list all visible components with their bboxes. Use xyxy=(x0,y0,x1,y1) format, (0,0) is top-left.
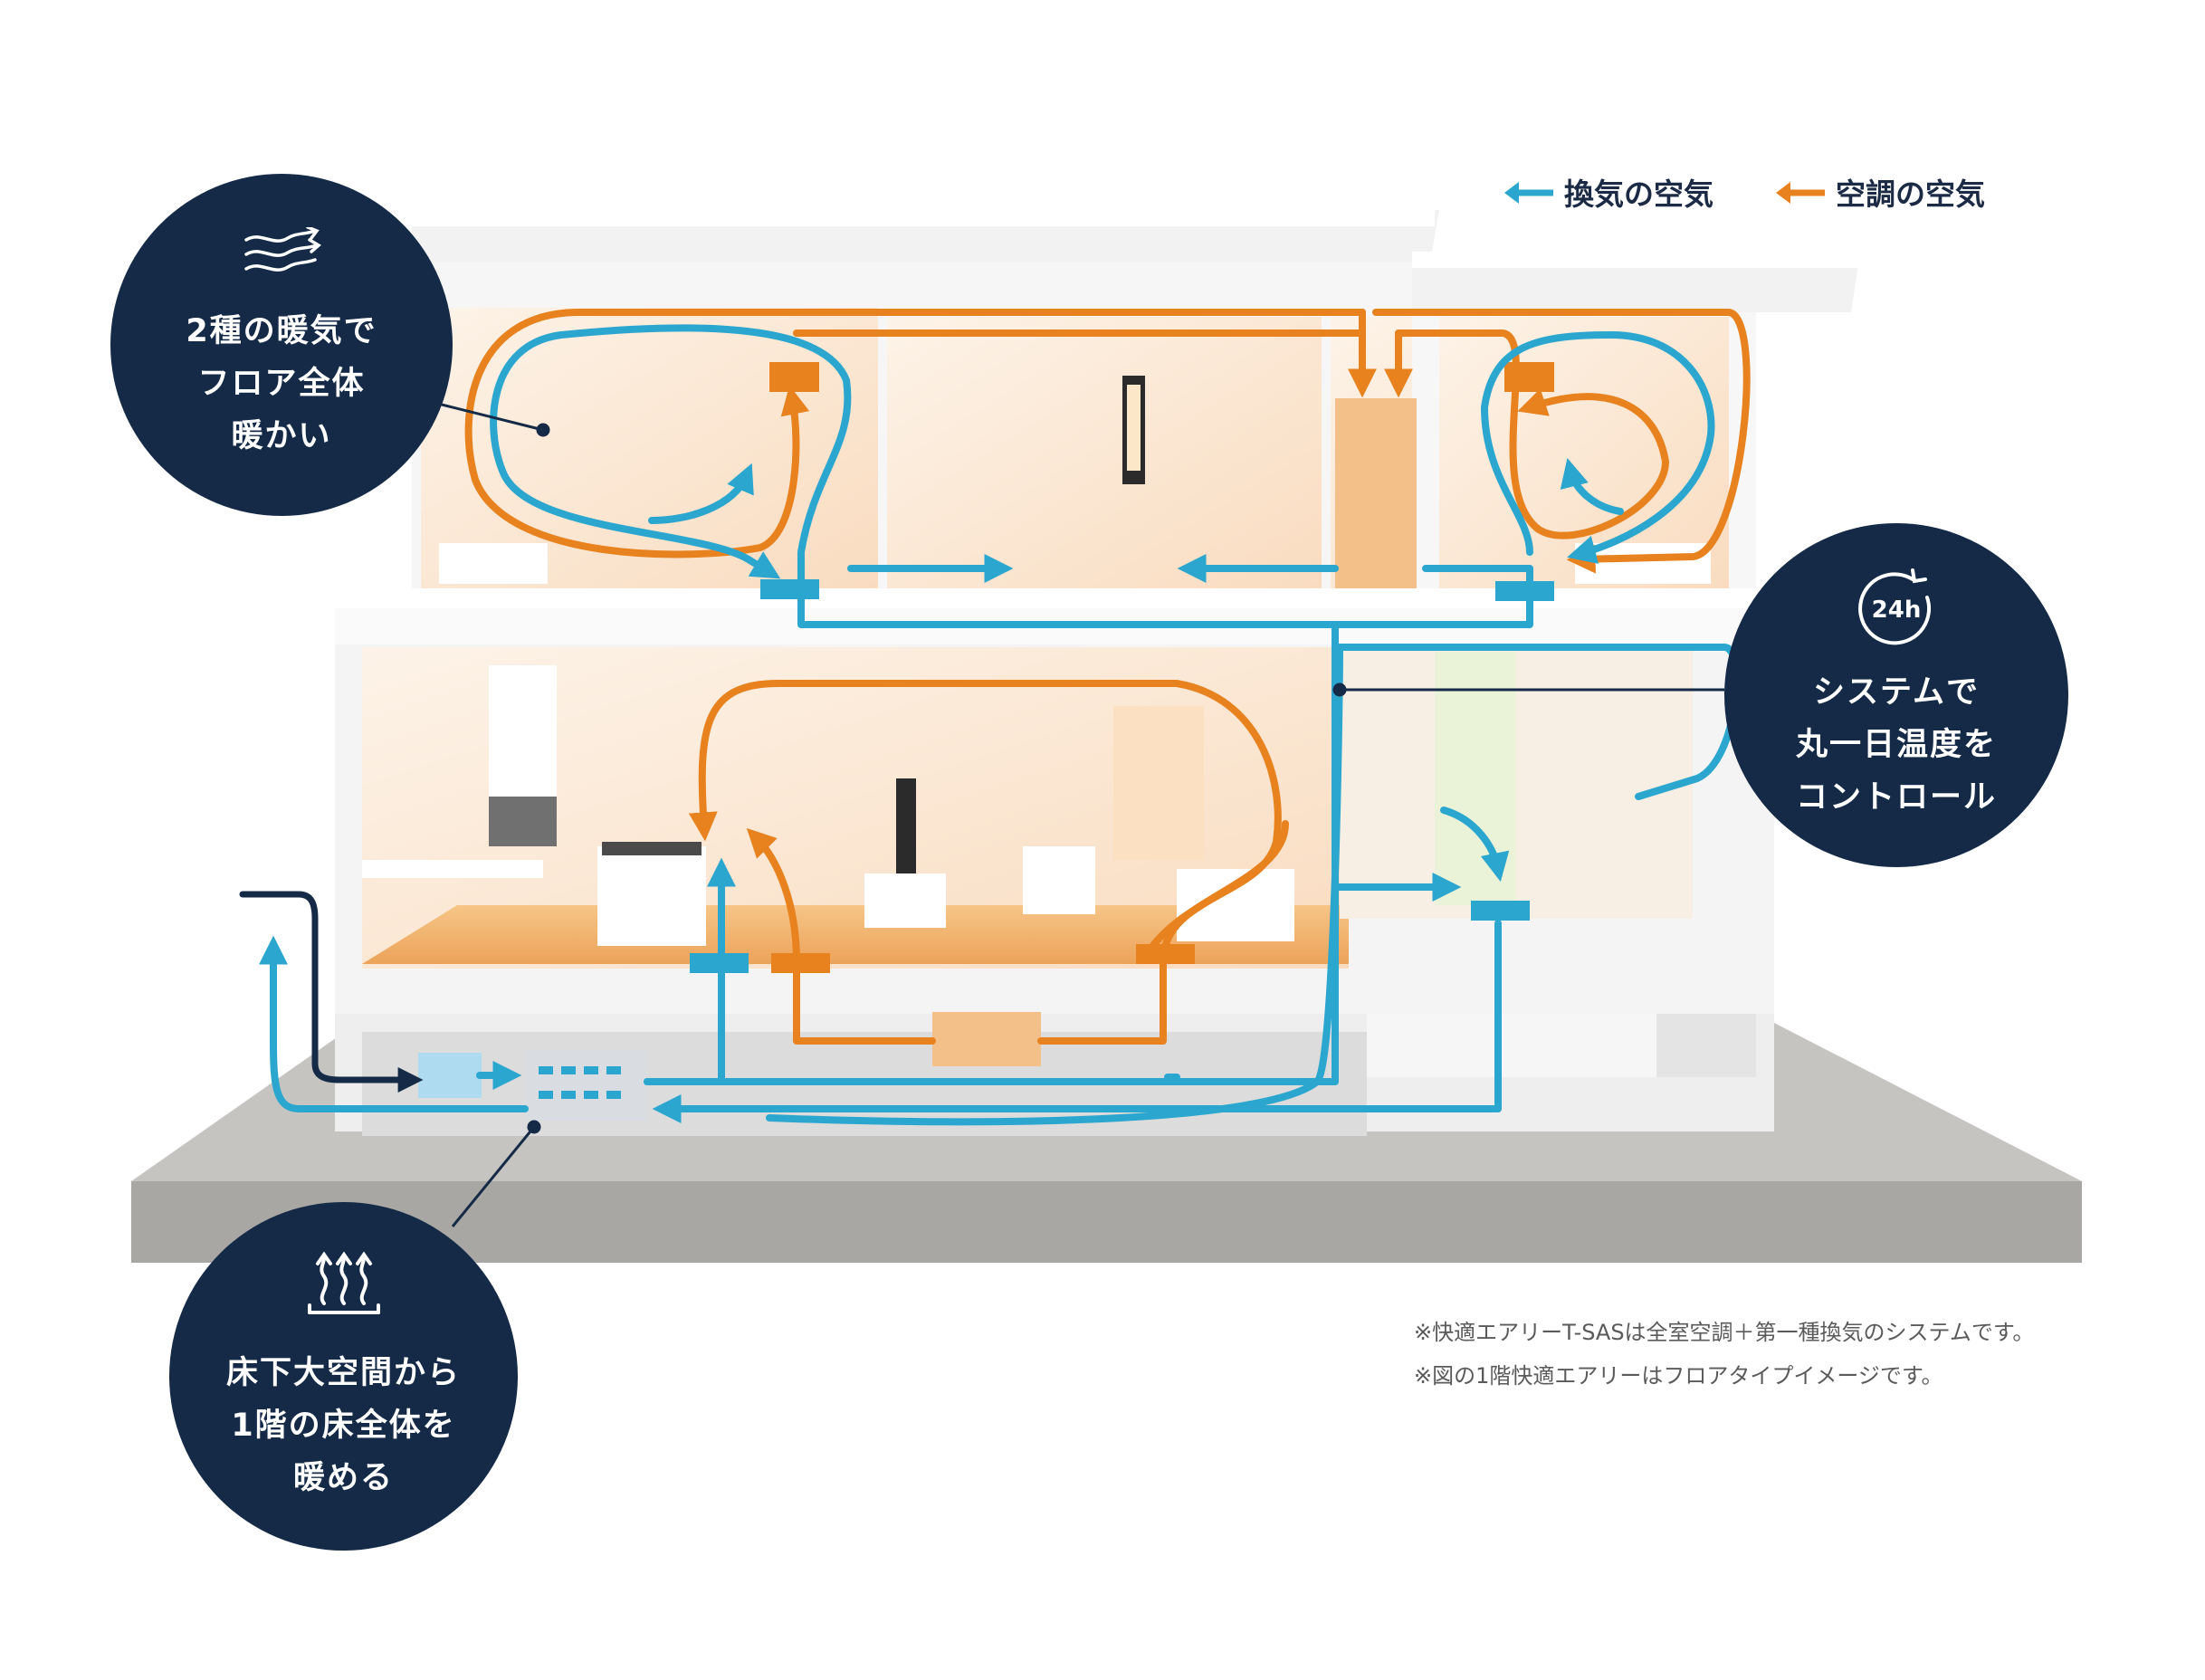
badge-system-line-3: コントロール xyxy=(1795,779,1997,816)
equipment xyxy=(418,362,1554,1121)
left-arrow-icon xyxy=(1503,178,1555,205)
badge-heating: 2種の暖気で フロア全体 暖かい xyxy=(110,174,453,516)
floor-outlet-1f-left xyxy=(771,953,830,973)
legend-conditioning: 空調の空気 xyxy=(1774,170,1985,214)
vent-register-2f-right xyxy=(1495,581,1554,601)
badge-underfloor: 床下大空間から 1階の床全体を 暖める xyxy=(169,1202,518,1551)
legend-ventilation-label: 換気の空気 xyxy=(1564,177,1713,212)
24h-cycle-icon: 24h xyxy=(1853,567,1940,654)
conditioned-air-flows xyxy=(464,309,1751,1045)
badge-system: 24h システムで 丸一日温度を コントロール xyxy=(1724,523,2068,867)
vent-register-1f-right xyxy=(1471,901,1530,921)
fresh-air-intake xyxy=(239,891,424,1093)
left-arrow-icon xyxy=(1774,178,1827,205)
badge-underfloor-line-1: 床下大空間から xyxy=(225,1354,461,1391)
legend-conditioning-label: 空調の空気 xyxy=(1836,177,1985,212)
badge-system-line-2: 丸一日温度を xyxy=(1795,727,1997,763)
footnote-1: ※快適エアリーT-SASは全室空調＋第一種換気のシステムです。 xyxy=(1414,1320,2035,1345)
badge-underfloor-line-2: 1階の床全体を xyxy=(231,1407,456,1444)
ac-unit-2f-right xyxy=(1504,362,1554,392)
leader-lines xyxy=(434,401,1724,1227)
ac-unit-2f-left xyxy=(769,362,819,392)
airflow-icon xyxy=(241,225,322,285)
badge-heating-line-2: フロア全体 xyxy=(197,366,366,402)
badge-system-line-1: システムで xyxy=(1813,674,1980,711)
badge-heating-line-3: 暖かい xyxy=(231,418,332,454)
underfloor-ac-unit xyxy=(932,1012,1041,1066)
legend-ventilation: 換気の空気 xyxy=(1503,170,1713,214)
badge-heating-line-1: 2種の暖気で xyxy=(186,313,377,349)
house-structure xyxy=(335,210,1860,1136)
badge-underfloor-line-3: 暖める xyxy=(292,1459,394,1496)
vent-register-2f-left xyxy=(760,579,819,599)
outdoor-air-filter xyxy=(418,1053,482,1098)
footnote-2: ※図の1階快適エアリーはフロアタイプイメージです。 xyxy=(1414,1363,1943,1389)
footnotes: ※快適エアリーT-SASは全室空調＋第一種換気のシステムです。 ※図の1階快適エ… xyxy=(1414,1311,2034,1398)
ventilation-unit xyxy=(525,1050,647,1121)
rising-heat-icon xyxy=(306,1249,382,1325)
24h-icon-text: 24h xyxy=(1871,597,1922,624)
